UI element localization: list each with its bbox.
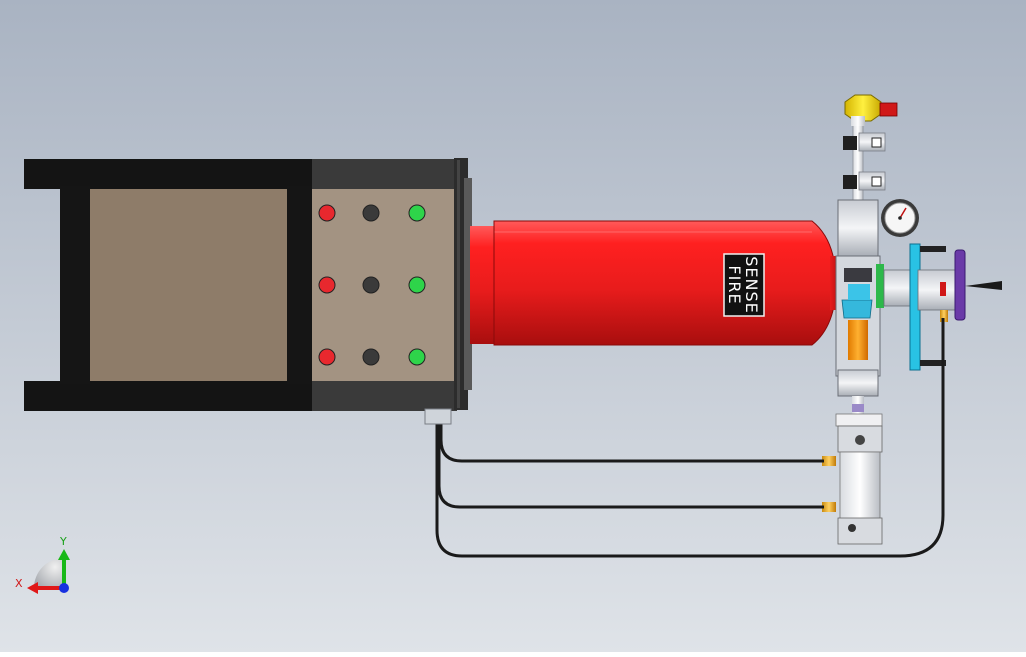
- bracket-bolt-bottom: [920, 360, 946, 366]
- indicator-grid: [318, 204, 426, 366]
- actuator-barrel: [839, 451, 881, 521]
- cyan-block: [848, 284, 870, 300]
- indicator-light-red-row3: [318, 348, 336, 366]
- lower-fitting: [843, 175, 857, 189]
- indicator-light-red-row1: [318, 204, 336, 222]
- actuator-bottom-cap: [837, 517, 883, 545]
- lever-housing: [917, 269, 959, 311]
- indicator-light-red-row2: [318, 276, 336, 294]
- enclosure-frame[interactable]: [24, 159, 315, 411]
- control-panel-face: [312, 189, 457, 381]
- pneumatic-hoses: [435, 318, 945, 558]
- stem-purple: [852, 404, 864, 412]
- inner-panel: [90, 189, 287, 381]
- brass-fitting-top: [940, 310, 948, 322]
- frame-top-rail: [24, 159, 315, 189]
- indicator-light-dark-row1: [362, 204, 380, 222]
- lever-handle[interactable]: [965, 281, 1002, 290]
- valve-body-upper: [837, 199, 879, 257]
- coordinate-triad[interactable]: Y X: [15, 535, 70, 594]
- hose-upper: [439, 424, 824, 463]
- frame-left-post: [60, 186, 90, 384]
- brand-text-line2: FIRE: [725, 265, 744, 304]
- lower-fitting-square: [871, 176, 882, 187]
- control-panel-top-band: [312, 159, 457, 189]
- hose-outer: [435, 318, 945, 558]
- control-panel[interactable]: [312, 159, 457, 411]
- actuator-bolt: [848, 524, 856, 532]
- cylinder-valve-collar: [830, 256, 840, 310]
- hose-manifold: [424, 408, 452, 425]
- indicator-light-green-row3: [408, 348, 426, 366]
- valve-dark-detail: [844, 268, 872, 282]
- x-axis-head: [27, 582, 38, 594]
- y-axis-label: Y: [59, 535, 67, 548]
- triad-quadrant: [34, 558, 64, 588]
- feed-pipe: [852, 117, 864, 211]
- fire-cylinder[interactable]: SENSE FIRE: [470, 220, 840, 346]
- brand-text-line1: SENSE: [742, 256, 761, 314]
- cylinder-neck-left: [470, 226, 496, 344]
- handwheel[interactable]: [954, 249, 966, 321]
- x-axis-label: X: [15, 577, 23, 590]
- pressure-gauge[interactable]: [881, 199, 919, 237]
- brass-port-upper: [822, 456, 836, 466]
- cylinder-body: [493, 220, 837, 346]
- y-axis-head: [58, 549, 70, 560]
- frame-bottom-rail: [24, 381, 315, 411]
- actuator-port: [855, 435, 865, 445]
- cap-stem: [851, 116, 865, 126]
- hose-middle: [437, 424, 824, 509]
- cyan-fitting: [841, 299, 873, 319]
- green-seal: [876, 264, 884, 308]
- flange-highlight: [457, 160, 460, 408]
- red-pin: [940, 282, 946, 296]
- indicator-light-dark-row2: [362, 276, 380, 294]
- frame-right-post: [287, 186, 313, 384]
- indicator-light-dark-row3: [362, 348, 380, 366]
- flange-inner: [464, 178, 472, 390]
- pneumatic-actuator[interactable]: [822, 413, 883, 545]
- indicator-light-green-row2: [408, 276, 426, 294]
- indicator-light-green-row1: [408, 204, 426, 222]
- brand-label: SENSE FIRE: [723, 253, 765, 317]
- brass-port-lower: [822, 502, 836, 512]
- red-tab: [879, 102, 898, 117]
- valve-assembly[interactable]: [835, 94, 1002, 418]
- bracket-bolt-top: [920, 246, 946, 252]
- actuator-top-cap: [835, 413, 883, 427]
- upper-fitting-square: [871, 137, 882, 148]
- valve-body-lower: [837, 369, 879, 397]
- orange-piston: [848, 320, 868, 360]
- z-axis-dot: [59, 583, 69, 593]
- control-panel-bottom-band: [312, 381, 457, 411]
- upper-fitting: [843, 136, 857, 150]
